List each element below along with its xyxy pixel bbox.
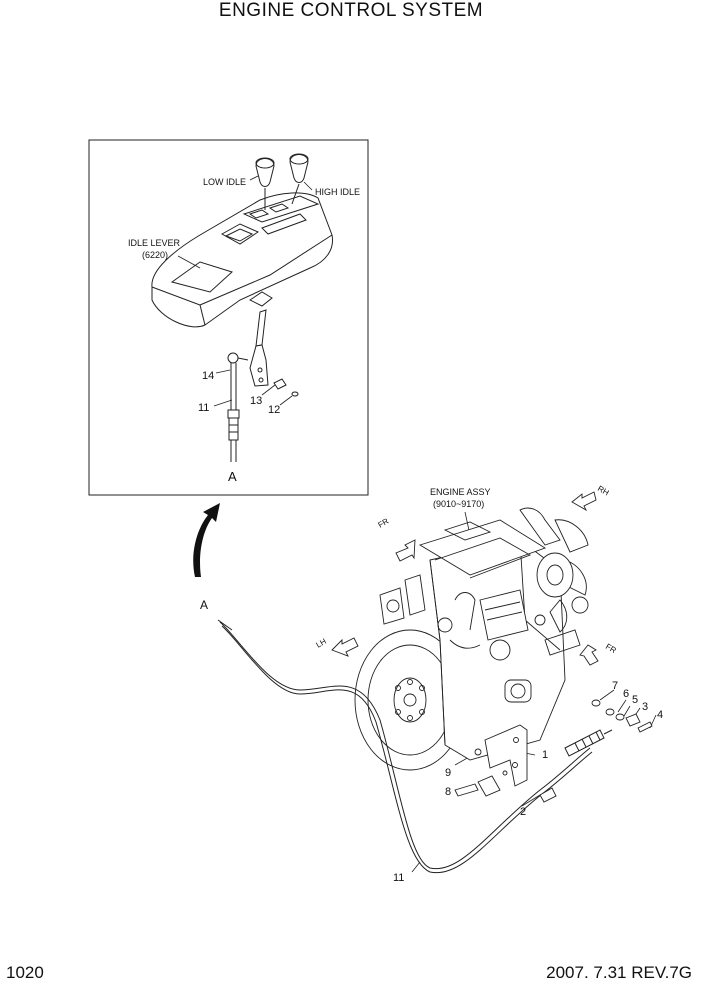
revision-stamp: 2007. 7.31 REV.7G <box>546 963 692 982</box>
label-high-idle: HIGH IDLE <box>315 187 360 197</box>
label-part-14: 14 <box>202 370 214 382</box>
label-part-6: 6 <box>623 688 629 700</box>
label-part-8: 8 <box>445 786 451 798</box>
label-engine-assy: ENGINE ASSY <box>430 487 491 497</box>
label-idle-lever: IDLE LEVER <box>128 238 181 248</box>
low-idle-knob <box>255 157 275 210</box>
label-dir-fr-top: FR <box>377 516 391 529</box>
hardware-parts <box>454 699 653 803</box>
arrow-fr-right <box>579 644 599 666</box>
page-title: ENGINE CONTROL SYSTEM <box>218 0 484 21</box>
page-number: 1020 <box>6 963 44 982</box>
label-part-2: 2 <box>520 806 526 818</box>
label-engine-assy-code: (9010~9170) <box>433 499 484 509</box>
connection-arrow <box>193 503 220 577</box>
cable-bracket <box>484 724 528 787</box>
label-part-3: 3 <box>642 701 648 713</box>
label-part-11-inset: 11 <box>198 402 209 414</box>
label-part-4: 4 <box>657 709 663 721</box>
label-part-7: 7 <box>612 680 618 692</box>
label-part-9: 9 <box>445 767 451 779</box>
engine-assembly <box>354 507 589 771</box>
inset-cable-assembly <box>227 309 299 462</box>
control-console <box>151 192 334 328</box>
label-idle-lever-code: (6220) <box>142 250 168 260</box>
label-part-13: 13 <box>250 395 262 407</box>
inset-frame <box>88 139 369 496</box>
arrow-lh <box>331 637 359 657</box>
label-dir-rh: RH <box>596 484 611 498</box>
label-part-11: 11 <box>393 872 404 884</box>
label-dir-lh: LH <box>315 637 329 650</box>
label-dir-fr-right: FR <box>604 642 618 655</box>
label-connector-a: A <box>200 598 208 612</box>
label-part-1: 1 <box>542 749 548 761</box>
label-connector-a-inset: A <box>228 469 237 484</box>
label-part-12: 12 <box>268 404 280 416</box>
high-idle-knob <box>289 153 309 205</box>
label-low-idle: LOW IDLE <box>203 177 246 187</box>
arrow-fr-top <box>395 539 416 562</box>
label-part-5: 5 <box>632 694 638 706</box>
arrow-rh <box>571 491 597 512</box>
direction-arrows <box>331 491 599 666</box>
